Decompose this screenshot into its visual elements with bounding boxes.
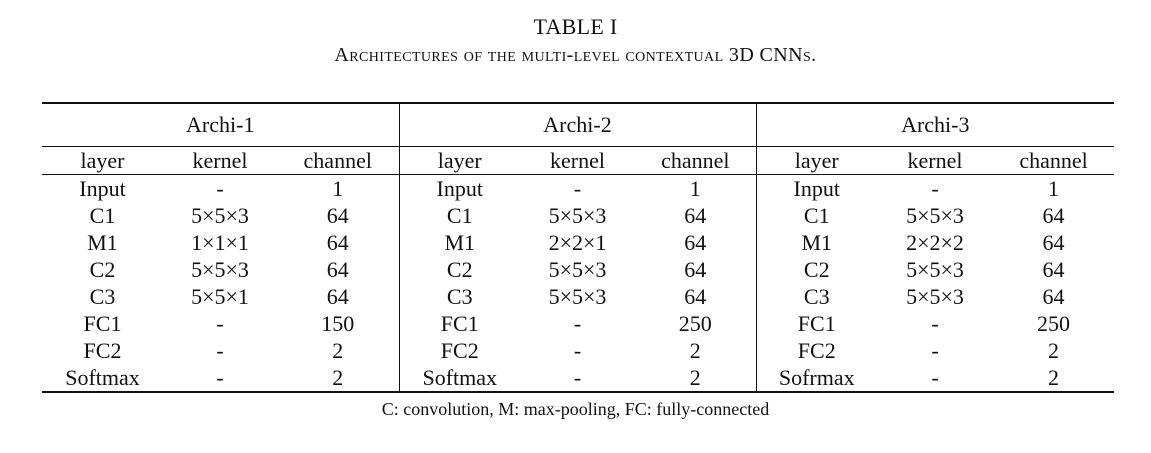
table-cell: 2	[277, 364, 400, 393]
group-header: Archi-1	[42, 102, 400, 147]
column-header: layer	[42, 146, 163, 175]
table-cell: 2	[993, 364, 1115, 393]
column-header: kernel	[163, 146, 277, 175]
table-row: C3 5×5×1 64 C3 5×5×3 64 C3 5×5×3 64	[42, 283, 1114, 310]
table-cell: -	[216, 311, 224, 336]
table-cell: 64	[326, 230, 349, 255]
column-header: channel	[993, 146, 1115, 175]
table-cell: C1	[398, 202, 521, 229]
table-cell: -	[216, 176, 224, 201]
column-header: layer	[755, 146, 878, 175]
table-row: Input - 1 Input - 1 Input - 1	[42, 174, 1114, 202]
table-cell: 150	[321, 311, 355, 336]
table-cell: Sofrmax	[755, 364, 878, 393]
table-cell: FC2	[755, 337, 878, 364]
table-cell: 1	[689, 176, 701, 201]
table-cell: 5×5×3	[191, 203, 249, 228]
table-row: FC2 - 2 FC2 - 2 FC2 - 2	[42, 337, 1114, 364]
table-cell: 64	[326, 257, 349, 282]
table-cell: 5×5×3	[548, 203, 607, 228]
table-cell: Softmax	[42, 364, 163, 393]
table-cell: 1	[1048, 176, 1060, 201]
table-cell: 2	[332, 338, 344, 363]
table-cell: 5×5×3	[906, 284, 964, 309]
table-cell: 64	[326, 284, 349, 309]
column-header: channel	[277, 146, 400, 175]
table-cell: FC1	[398, 310, 521, 337]
table-cell: FC2	[83, 338, 122, 363]
table-cell: 64	[326, 203, 349, 228]
table-cell: C3	[398, 283, 521, 310]
column-header: kernel	[520, 146, 636, 175]
table-cell: M1	[87, 230, 118, 255]
table-cell: 64	[684, 257, 707, 282]
table-cell: 5×5×1	[191, 284, 249, 309]
table-cell: C2	[755, 256, 878, 283]
table-cell: C1	[755, 202, 878, 229]
table-cell: 64	[684, 230, 707, 255]
table-cell: FC2	[398, 337, 521, 364]
table-cell: 2×2×2	[906, 230, 964, 255]
column-header-row: layer kernel channel layer kernel channe…	[42, 146, 1115, 175]
table-cell: 2	[689, 338, 701, 363]
table-cell: -	[573, 311, 582, 336]
table-cell: 5×5×3	[906, 257, 964, 282]
table-cell: FC1	[83, 311, 122, 336]
table-cell: -	[520, 364, 636, 393]
table-cell: M1	[398, 229, 521, 256]
table-cell: 64	[1042, 230, 1065, 255]
table-cell: 1×1×1	[191, 230, 249, 255]
table-row: M1 1×1×1 64 M1 2×2×1 64 M1 2×2×2 64	[42, 229, 1114, 256]
table-cell: 64	[1042, 284, 1065, 309]
table-cell: C1	[89, 203, 116, 228]
column-header: layer	[398, 146, 521, 175]
table-cell: 250	[678, 311, 712, 336]
table-row: C1 5×5×3 64 C1 5×5×3 64 C1 5×5×3 64	[42, 202, 1114, 229]
table-cell: Softmax	[398, 364, 521, 393]
table-subtitle: Architectures of the multi-level context…	[334, 44, 817, 66]
column-header: channel	[635, 146, 757, 175]
table-cell: Input	[79, 176, 126, 201]
table-row: C2 5×5×3 64 C2 5×5×3 64 C2 5×5×3 64	[42, 256, 1114, 283]
table-cell: -	[931, 311, 939, 336]
table-cell: 1	[332, 176, 344, 201]
table-cell: 64	[1042, 257, 1065, 282]
table-cell: 64	[1042, 203, 1065, 228]
group-header-row: Archi-1 Archi-2 Archi-3	[42, 102, 1115, 147]
table-cell: 5×5×3	[548, 257, 607, 282]
table-cell: Input	[398, 174, 521, 202]
table-cell: C2	[89, 257, 116, 282]
architecture-table: Archi-1 Archi-2 Archi-3 layer kernel cha…	[42, 102, 1115, 393]
table-cell: -	[931, 176, 939, 201]
table-cell: 2×2×1	[548, 230, 607, 255]
table-cell: -	[163, 364, 277, 393]
group-header: Archi-3	[755, 102, 1115, 147]
table-cell: Input	[755, 174, 878, 202]
table-footnote: C: convolution, M: max-pooling, FC: full…	[381, 399, 770, 419]
table-cell: -	[216, 338, 224, 363]
table-cell: 64	[684, 284, 707, 309]
table-cell: 64	[684, 203, 707, 228]
table-cell: C2	[398, 256, 521, 283]
table-cell: 2	[635, 364, 757, 393]
table-cell: -	[573, 176, 582, 201]
table-cell: 250	[1037, 311, 1071, 336]
table-cell: -	[877, 364, 994, 393]
table-cell: 5×5×3	[548, 284, 607, 309]
column-header: kernel	[877, 146, 994, 175]
group-header: Archi-2	[398, 102, 757, 147]
table-title: TABLE I	[533, 14, 618, 39]
table-cell: 2	[1048, 338, 1060, 363]
table-row: FC1 - 150 FC1 - 250 FC1 - 250	[42, 310, 1114, 337]
table-cell: -	[931, 338, 939, 363]
table-cell: 5×5×3	[906, 203, 964, 228]
table-cell: C3	[755, 283, 878, 310]
table-cell: C3	[89, 284, 116, 309]
table-cell: FC1	[755, 310, 878, 337]
table-cell: 5×5×3	[191, 257, 249, 282]
table-cell: M1	[755, 229, 878, 256]
table-cell: -	[573, 338, 582, 363]
